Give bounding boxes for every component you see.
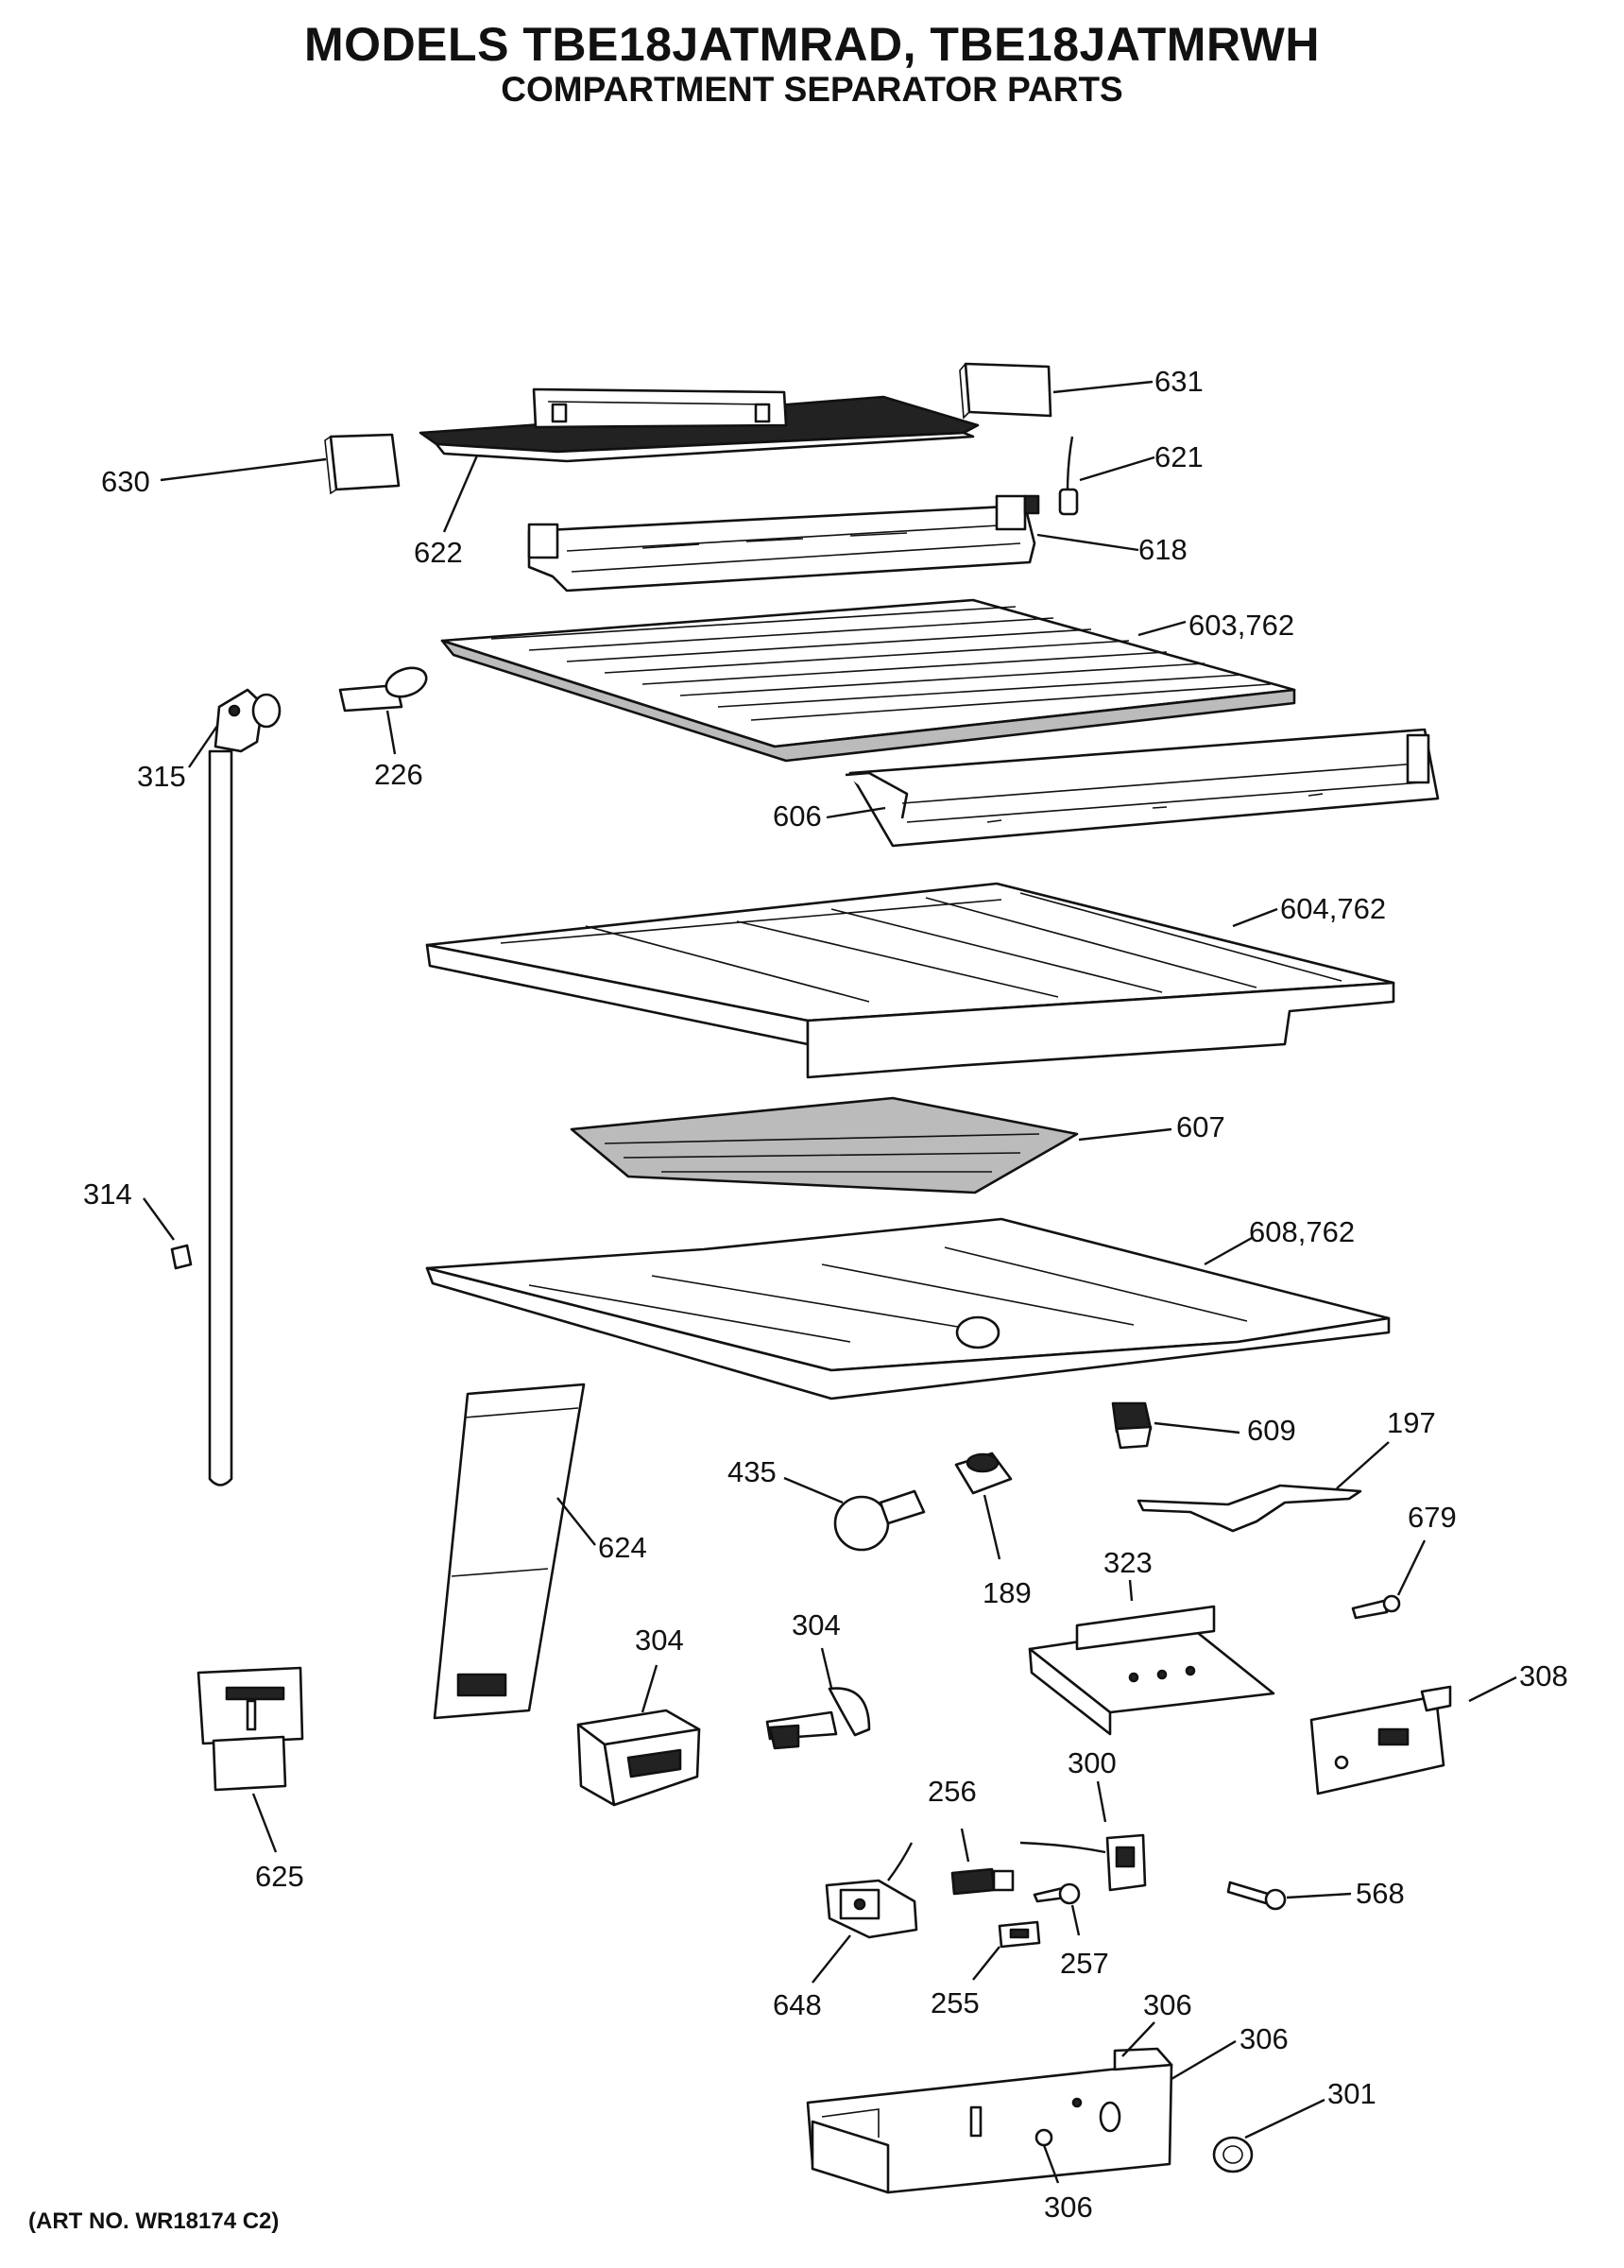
callout-603-762: 603,762 [1188, 609, 1294, 642]
part-435-light-bulb[interactable] [833, 1489, 926, 1552]
callout-304-right: 304 [792, 1608, 841, 1641]
callout-624: 624 [598, 1531, 647, 1564]
callout-608-762: 608,762 [1249, 1215, 1355, 1248]
callout-618: 618 [1138, 533, 1188, 566]
callout-631: 631 [1154, 365, 1204, 398]
part-621-wire-harness[interactable] [1058, 436, 1079, 516]
part-257-screw[interactable] [1033, 1882, 1081, 1905]
diagram-subtitle: COMPARTMENT SEPARATOR PARTS [501, 70, 1123, 109]
part-630-cover[interactable] [324, 433, 401, 495]
callout-257: 257 [1060, 1947, 1109, 1980]
callout-256: 256 [928, 1775, 977, 1808]
part-631-cover[interactable] [959, 362, 1052, 420]
callout-314: 314 [83, 1177, 132, 1211]
part-568-screw[interactable] [1226, 1881, 1287, 1911]
callout-315: 315 [137, 760, 186, 793]
callout-308: 308 [1519, 1659, 1568, 1692]
part-308-mounting-bracket[interactable] [1309, 1685, 1452, 1796]
art-number: (ART NO. WR18174 C2) [28, 2208, 280, 2234]
part-323-control-bracket[interactable] [1028, 1605, 1275, 1736]
part-226-control-knob[interactable] [338, 662, 430, 713]
part-300-thermostat[interactable] [1019, 1833, 1147, 1892]
part-304-control-box[interactable] [576, 1709, 701, 1807]
part-314-clip[interactable] [170, 1244, 193, 1270]
callout-301: 301 [1327, 2077, 1376, 2110]
callout-189: 189 [983, 1576, 1032, 1609]
part-301-knob[interactable] [1212, 2136, 1254, 2174]
part-608-762-separator-bottom[interactable] [425, 1217, 1391, 1400]
part-256-switch[interactable] [950, 1867, 1015, 1896]
diagram-title: MODELS TBE18JATMRAD, TBE18JATMRWH [304, 18, 1320, 71]
callout-604-762: 604,762 [1280, 892, 1386, 925]
callout-609: 609 [1247, 1414, 1296, 1447]
callout-435: 435 [727, 1455, 777, 1488]
part-618-light-housing[interactable] [527, 494, 1040, 593]
callout-306-bottom: 306 [1044, 2191, 1093, 2224]
part-622-top-cover[interactable] [419, 387, 980, 463]
callout-568: 568 [1356, 1877, 1405, 1910]
part-255-label-plate[interactable] [998, 1920, 1041, 1949]
part-624-air-duct[interactable] [433, 1383, 586, 1720]
callout-648: 648 [773, 1988, 822, 2021]
callout-607: 607 [1176, 1110, 1225, 1143]
callout-226: 226 [374, 758, 423, 791]
part-315-damper-bracket[interactable] [214, 688, 282, 753]
part-197-heater[interactable] [1137, 1484, 1362, 1533]
callout-625: 625 [255, 1860, 304, 1893]
part-607-insulation-pad[interactable] [570, 1096, 1079, 1194]
callout-606: 606 [773, 799, 822, 833]
callout-621: 621 [1154, 440, 1204, 473]
callout-300: 300 [1068, 1746, 1117, 1779]
callout-622: 622 [414, 536, 463, 569]
part-679-screw[interactable] [1351, 1594, 1401, 1620]
part-648-defrost-timer[interactable] [825, 1842, 918, 1939]
part-304-control-assembly[interactable] [765, 1687, 871, 1750]
callout-679: 679 [1408, 1501, 1457, 1534]
part-604-762-separator-top[interactable] [425, 882, 1395, 1079]
part-314-control-rod[interactable] [208, 749, 233, 1486]
part-306-control-housing[interactable] [806, 2047, 1173, 2194]
callout-306-top: 306 [1143, 1988, 1192, 2021]
callout-255: 255 [931, 1986, 980, 2019]
part-625-control-housing[interactable] [197, 1666, 304, 1792]
callout-630: 630 [101, 465, 150, 498]
part-603-762-grille-cover[interactable] [440, 598, 1296, 763]
callout-304-left: 304 [635, 1624, 684, 1657]
part-609-switch[interactable] [1111, 1401, 1153, 1450]
part-189-lamp-socket[interactable] [954, 1452, 1013, 1495]
callout-197: 197 [1387, 1406, 1436, 1439]
callout-306-right: 306 [1239, 2022, 1289, 2055]
callout-323: 323 [1103, 1546, 1153, 1579]
part-606-air-duct[interactable] [845, 728, 1440, 848]
